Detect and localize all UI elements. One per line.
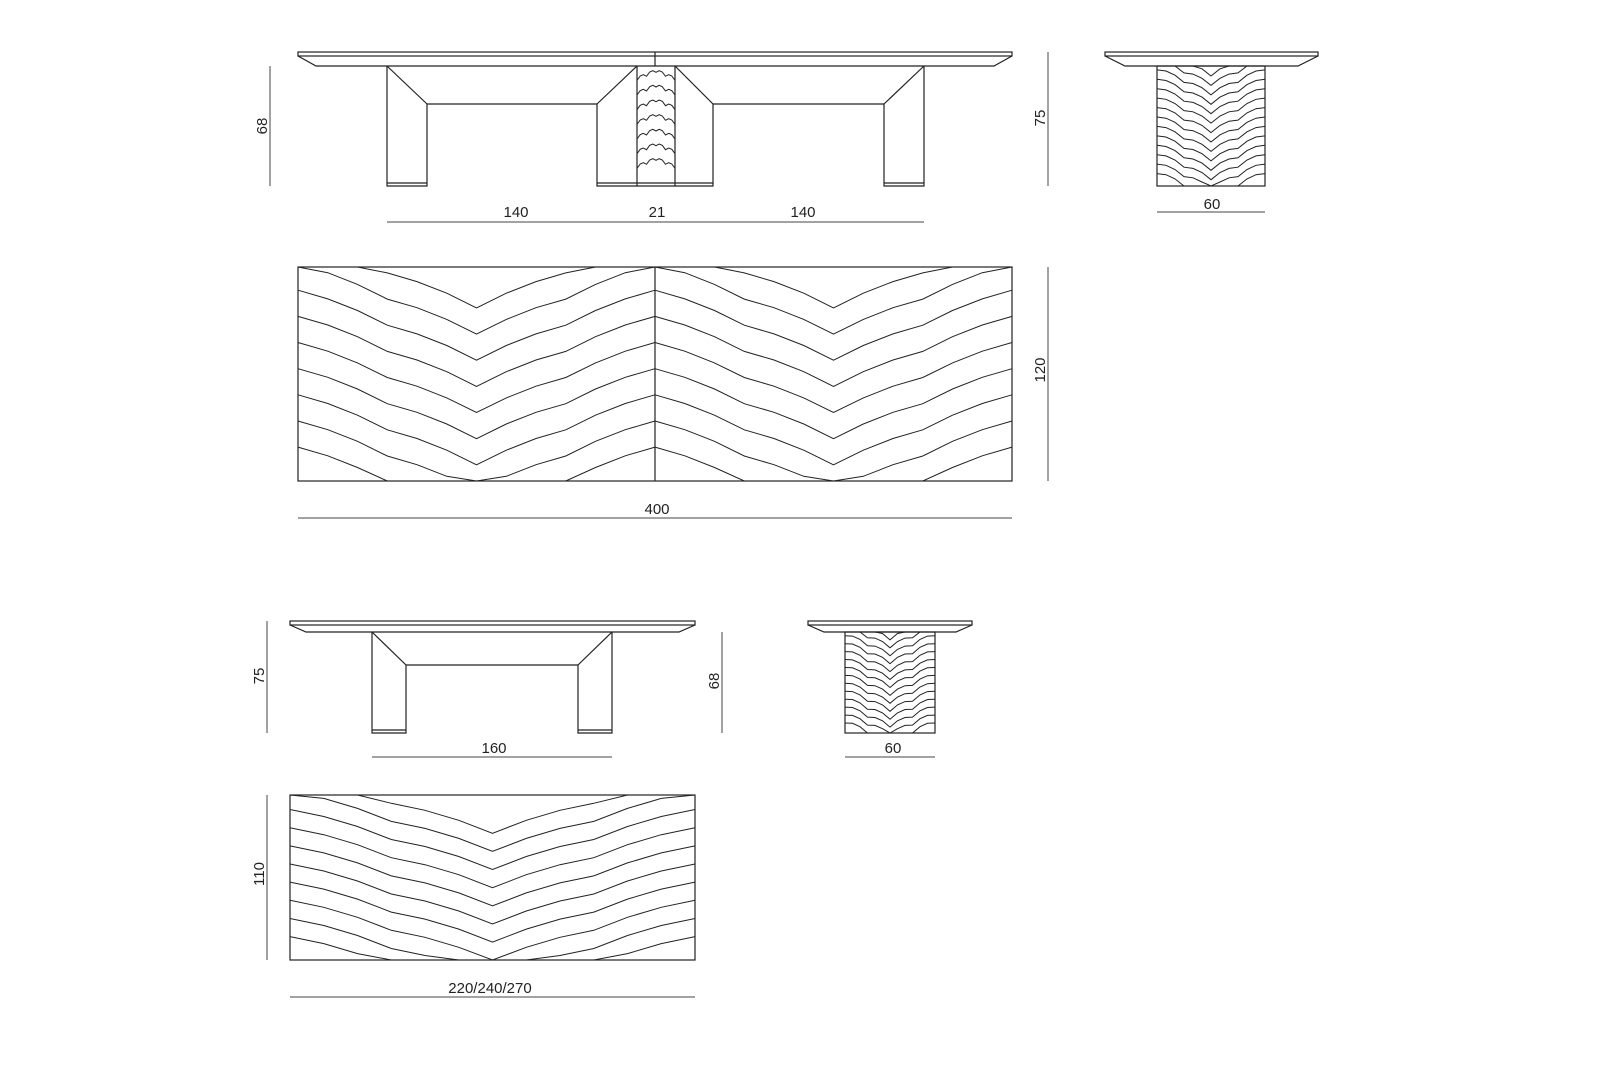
marble-vein bbox=[297, 315, 656, 387]
marble-vein bbox=[1156, 173, 1266, 187]
marble-vein bbox=[289, 845, 696, 907]
marble-vein bbox=[845, 631, 935, 649]
marble-vein bbox=[289, 794, 696, 852]
dim-large-leg-span-right: 140 bbox=[790, 204, 815, 221]
dim-large-side-height: 75 bbox=[1032, 110, 1049, 127]
marble-vein bbox=[654, 446, 1013, 482]
dim-large-top-depth: 120 bbox=[1032, 357, 1049, 382]
marble-vein bbox=[844, 651, 936, 673]
dim-large-center-block: 21 bbox=[649, 204, 666, 221]
dim-small-leg-span: 160 bbox=[481, 740, 506, 757]
dim-small-top-depth: 110 bbox=[251, 862, 268, 886]
small-table-plan-view bbox=[289, 794, 696, 961]
marble-vein bbox=[1156, 69, 1266, 96]
marble-vein bbox=[844, 698, 936, 720]
large-table-front-elevation bbox=[297, 51, 1013, 187]
marble-vein bbox=[1156, 144, 1266, 171]
marble-vein bbox=[654, 420, 1013, 482]
marble-vein bbox=[289, 899, 696, 961]
marble-vein bbox=[289, 827, 696, 889]
dim-large-front-height: 68 bbox=[254, 118, 271, 135]
marble-vein bbox=[636, 84, 676, 96]
marble-vein bbox=[654, 266, 1013, 335]
dim-small-top-length: 220/240/270 bbox=[448, 980, 531, 997]
marble-vein bbox=[844, 706, 936, 728]
marble-vein bbox=[289, 918, 696, 961]
marble-vein bbox=[297, 394, 656, 466]
large-table-plan-view bbox=[297, 266, 1013, 482]
marble-vein bbox=[636, 70, 676, 81]
marble-vein bbox=[1156, 107, 1266, 134]
marble-vein bbox=[654, 368, 1013, 440]
marble-vein bbox=[1156, 97, 1266, 124]
marble-vein bbox=[297, 368, 656, 440]
marble-vein bbox=[844, 635, 936, 657]
marble-vein bbox=[844, 674, 936, 697]
marble-vein bbox=[636, 99, 676, 110]
marble-vein bbox=[654, 315, 1013, 387]
marble-vein bbox=[844, 667, 936, 689]
marble-vein bbox=[844, 722, 936, 734]
marble-vein bbox=[297, 446, 656, 482]
dim-small-side-width: 60 bbox=[885, 740, 902, 757]
marble-vein bbox=[289, 936, 696, 961]
marble-vein bbox=[654, 342, 1013, 414]
marble-vein bbox=[290, 794, 695, 834]
marble-vein bbox=[844, 690, 936, 712]
marble-vein bbox=[1156, 125, 1266, 153]
marble-vein bbox=[289, 809, 696, 871]
marble-vein bbox=[844, 659, 936, 681]
small-table-side-elevation bbox=[807, 620, 973, 734]
marble-vein bbox=[289, 863, 696, 925]
marble-vein bbox=[297, 266, 656, 335]
marble-vein bbox=[1156, 78, 1266, 105]
marble-vein bbox=[654, 289, 1013, 361]
dim-small-side-height: 68 bbox=[706, 673, 723, 690]
marble-vein bbox=[844, 682, 936, 704]
dim-large-top-length: 400 bbox=[644, 501, 669, 518]
marble-vein bbox=[844, 643, 936, 665]
marble-vein bbox=[655, 266, 1012, 309]
marble-vein bbox=[1156, 88, 1266, 115]
marble-vein bbox=[844, 714, 936, 734]
marble-vein bbox=[297, 420, 656, 482]
marble-vein bbox=[297, 342, 656, 414]
marble-vein bbox=[1156, 154, 1266, 181]
marble-vein bbox=[1156, 135, 1266, 162]
marble-vein bbox=[1157, 65, 1265, 87]
marble-vein bbox=[289, 881, 696, 943]
marble-vein bbox=[636, 158, 676, 169]
marble-vein bbox=[636, 114, 676, 125]
small-table-front-elevation bbox=[289, 620, 696, 734]
dim-large-leg-span-left: 140 bbox=[503, 204, 528, 221]
marble-vein bbox=[654, 394, 1013, 466]
marble-vein bbox=[297, 289, 656, 361]
large-table-side-elevation bbox=[1104, 51, 1319, 187]
marble-vein bbox=[636, 143, 676, 154]
marble-vein bbox=[298, 266, 655, 309]
marble-vein bbox=[636, 128, 676, 140]
marble-vein bbox=[1156, 163, 1266, 187]
marble-vein bbox=[1156, 116, 1266, 143]
dim-large-side-width: 60 bbox=[1204, 196, 1221, 213]
dim-small-front-height: 75 bbox=[251, 668, 268, 685]
